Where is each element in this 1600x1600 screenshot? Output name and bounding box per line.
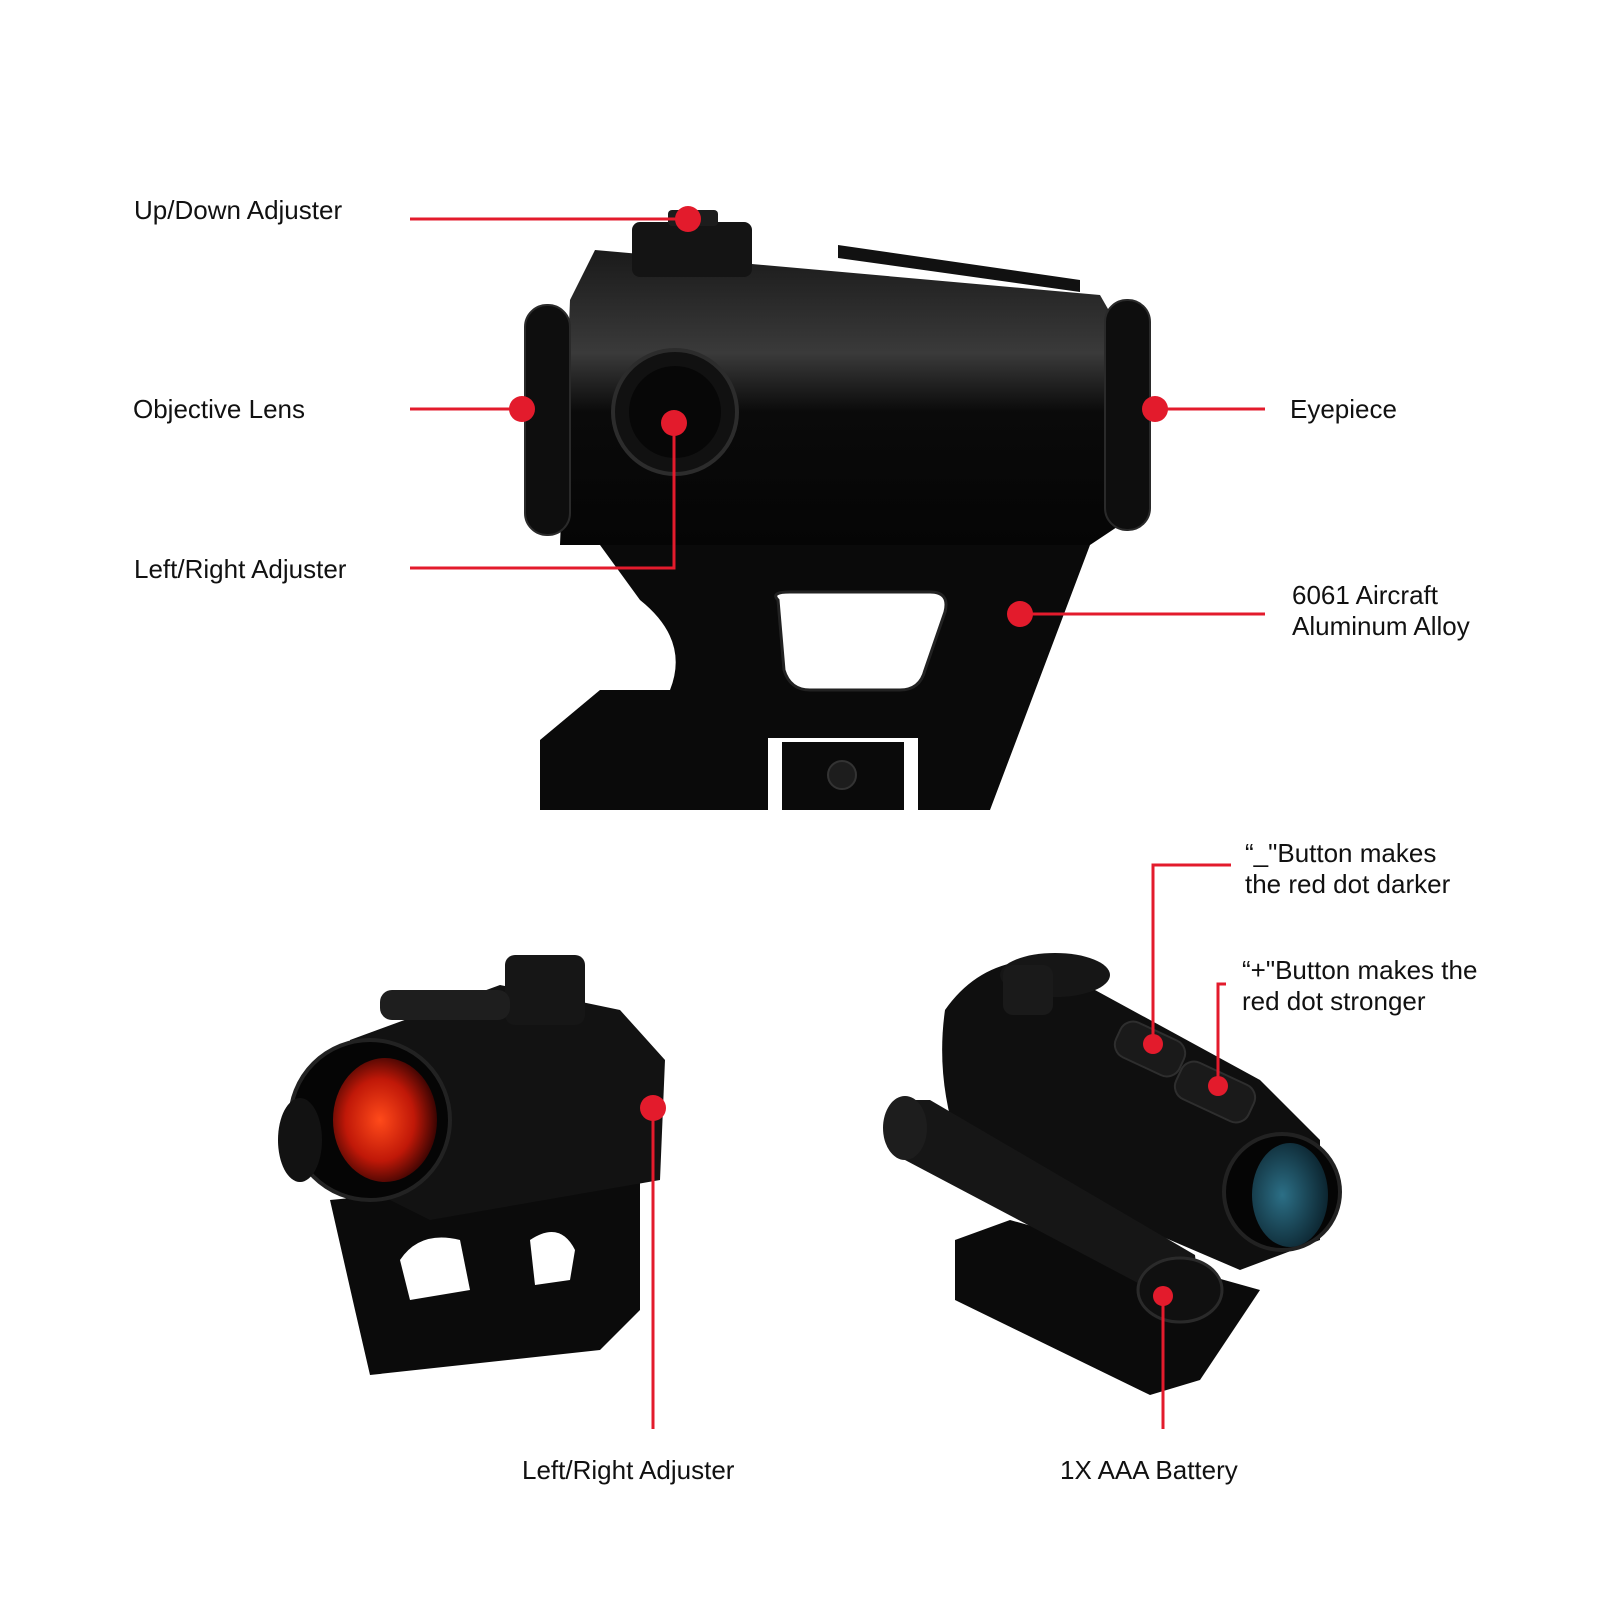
label-battery: 1X AAA Battery: [1060, 1455, 1238, 1485]
label-plus-line1: “+"Button makes the: [1242, 955, 1478, 985]
eyepiece-ring: [1104, 299, 1151, 531]
battery-tube: [896, 1100, 1196, 1300]
callout-dot-plus: [1208, 1076, 1228, 1096]
red-lens: [333, 1058, 437, 1182]
label-alloy: 6061 Aircraft Aluminum Alloy: [1292, 580, 1470, 642]
rear-sight-view: [883, 953, 1342, 1395]
sight-body: [560, 250, 1120, 545]
mount-cutout: [774, 590, 948, 692]
front-buttons: [380, 990, 510, 1020]
up-down-turret: [632, 222, 752, 277]
front-mount: [330, 1170, 640, 1375]
blue-lens: [1252, 1143, 1328, 1247]
label-eyepiece: Eyepiece: [1290, 394, 1397, 424]
callout-dots: [509, 206, 1228, 1306]
rear-mount: [955, 1220, 1260, 1395]
clamp-screw: [827, 760, 857, 790]
callout-dot-front-left-right: [640, 1095, 666, 1121]
callout-dot-up-down: [675, 206, 701, 232]
main-sight-side-view: [524, 210, 1151, 810]
callout-line-left-right: [410, 423, 676, 570]
objective-lens-ring: [524, 304, 571, 536]
label-up-down-adjuster: Up/Down Adjuster: [134, 195, 343, 225]
label-plus-line2: red dot stronger: [1242, 986, 1426, 1016]
label-front-left-right-adjuster: Left/Right Adjuster: [522, 1455, 735, 1485]
callout-dot-left-right: [661, 410, 687, 436]
label-plus-button: “+"Button makes the red dot stronger: [1242, 955, 1477, 1017]
label-minus-line1: “_"Button makes: [1245, 838, 1437, 868]
callout-line-minus: [1151, 863, 1231, 1044]
label-objective-lens: Objective Lens: [133, 394, 305, 424]
callouts: [410, 217, 1265, 1429]
callout-dot-minus: [1143, 1034, 1163, 1054]
callout-dot-battery: [1153, 1286, 1173, 1306]
label-left-right-adjuster: Left/Right Adjuster: [134, 554, 347, 584]
label-alloy-line2: Aluminum Alloy: [1292, 611, 1470, 641]
callout-dot-alloy: [1007, 601, 1033, 627]
front-top-turret: [505, 955, 585, 1025]
label-minus-line2: the red dot darker: [1245, 869, 1451, 899]
label-alloy-line1: 6061 Aircraft: [1292, 580, 1438, 610]
callout-dot-objective: [509, 396, 535, 422]
battery-cap: [1136, 1256, 1224, 1324]
front-sight-view: [278, 955, 665, 1375]
label-minus-button: “_"Button makes the red dot darker: [1245, 838, 1450, 900]
callout-dot-eyepiece: [1142, 396, 1168, 422]
callout-line-plus: [1216, 982, 1226, 1086]
